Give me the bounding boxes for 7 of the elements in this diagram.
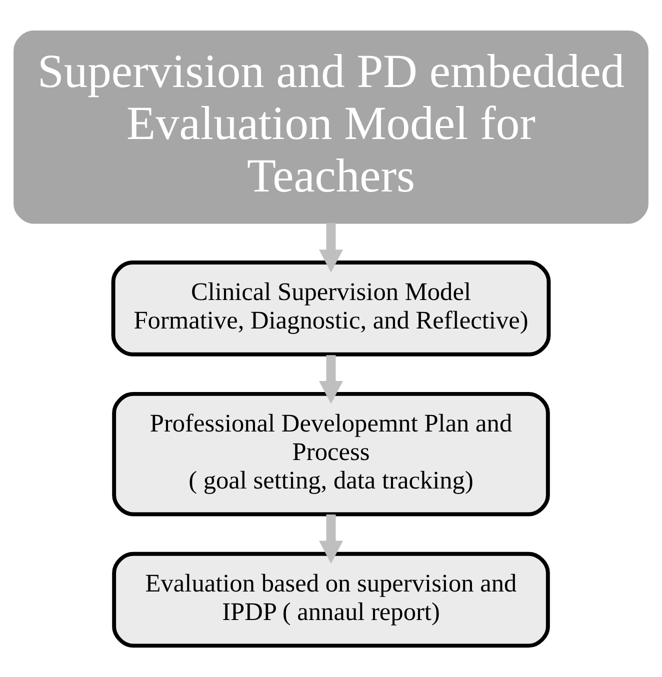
arrow <box>319 222 344 272</box>
arrow <box>319 355 344 404</box>
node-box: Supervision and PD embedded Evaluation Model for Teachers <box>14 30 648 224</box>
arrow <box>319 514 344 564</box>
node-box: Professional Developemnt Plan and Process ( goal setting, data tracking) <box>112 392 550 516</box>
node-box: Clinical Supervision Model Formative, Diagnostic, and Reflective) <box>111 260 551 356</box>
node-box: Evaluation based on supervision and IPDP ( annaul report) <box>112 552 550 648</box>
